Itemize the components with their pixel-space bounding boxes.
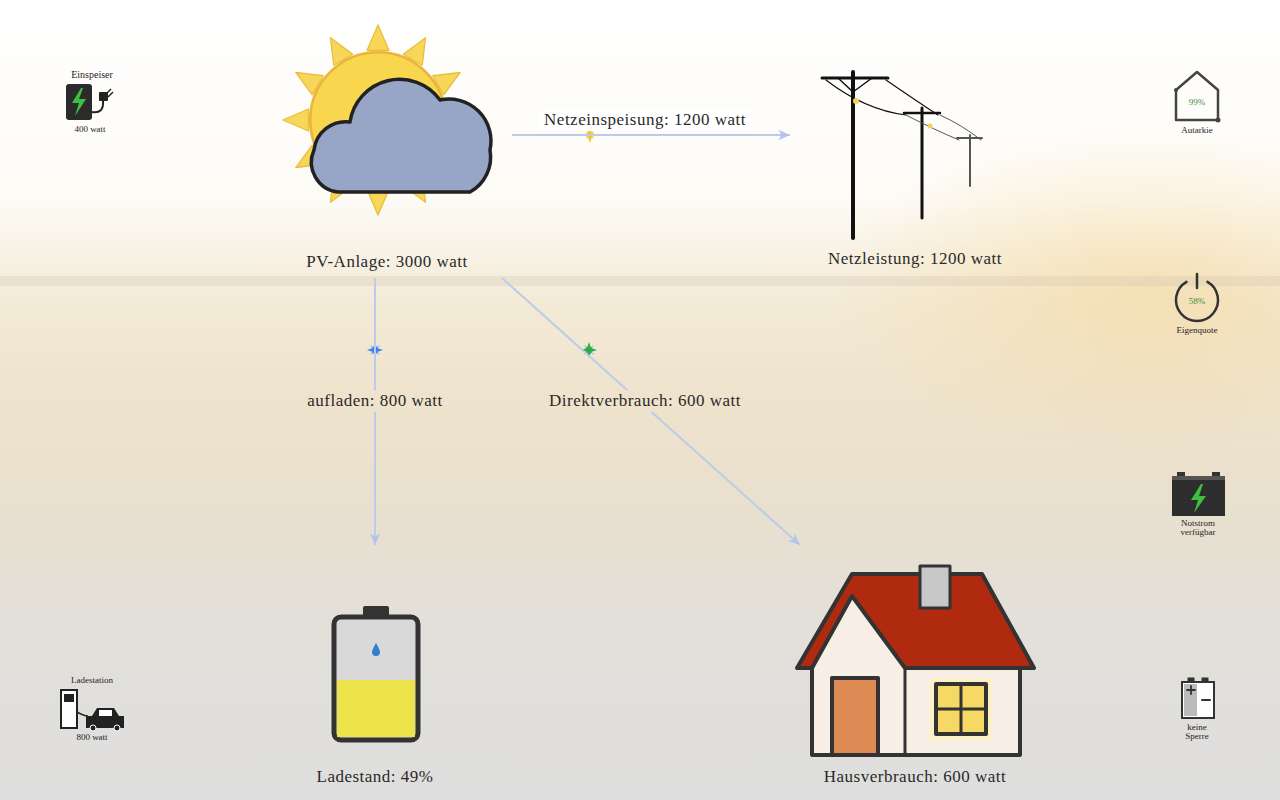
node-label: Ladestand: 49% (317, 767, 434, 787)
horizon-band (0, 276, 1280, 286)
power-pylons (906, 115, 959, 140)
charger-icon (61, 690, 77, 728)
flow-arrows (375, 135, 800, 545)
power-pylons (853, 78, 872, 92)
feeder-icon (106, 89, 111, 94)
backup-status: Notstrom verfügbar (1167, 519, 1229, 538)
house-illustration (930, 678, 992, 740)
power-pylons (853, 98, 859, 104)
house-node: Hausverbrauch: 600 watt (790, 545, 1040, 793)
node-label: Hausverbrauch: 600 watt (824, 767, 1006, 787)
lock-battery-icon (1202, 699, 1210, 701)
lock-battery-icon (1182, 682, 1214, 718)
charger-icon (114, 725, 120, 731)
battery-illustration (334, 606, 418, 740)
charge-label: aufladen: 800 watt (301, 390, 449, 412)
own-rate-icon (1196, 274, 1199, 288)
feeder-power: 400 watt (74, 125, 105, 134)
power-pylons (886, 80, 938, 115)
charger-icon (64, 694, 74, 702)
feed-in-label: Netzeinspeisung: 1200 watt (538, 109, 752, 131)
feeder-icon (92, 101, 103, 112)
autarky-icon (1174, 88, 1178, 92)
autarky-icon (1176, 72, 1218, 120)
own-rate-icon (1176, 274, 1218, 321)
own-rate-title: Eigenquote (1177, 326, 1218, 335)
battery-illustration (334, 617, 418, 740)
lock-battery-icon (1184, 684, 1197, 716)
backup-battery-icon (1191, 484, 1206, 513)
house-illustration (812, 596, 1020, 755)
power-pylons (822, 72, 982, 238)
battery-illustration (337, 680, 415, 737)
feeder-title: Einspeiser (71, 70, 113, 81)
feeder-icon (66, 84, 113, 120)
flow-arrow (502, 278, 800, 545)
lock-battery-icon (1182, 678, 1214, 718)
autarky-icon (1174, 72, 1221, 123)
own-rate-value: 58% (1189, 297, 1206, 306)
house-illustration (832, 678, 878, 755)
house-illustration (920, 566, 950, 608)
backup-battery-icon (1172, 480, 1225, 516)
power-pylons (928, 124, 933, 129)
feeder-icon (72, 88, 86, 116)
node-label: Netzleistung: 1200 watt (828, 249, 1002, 269)
house-illustration (936, 708, 986, 711)
node-label-group: Ladestand: 49% (255, 767, 495, 787)
power-pylons (822, 77, 888, 80)
flow-sparkles (367, 127, 598, 358)
node-label-group: Netzleistung: 1200 watt (790, 249, 1040, 269)
horizon-band (0, 276, 1280, 286)
flow-arrow (512, 134, 790, 136)
charger-icon (61, 690, 124, 731)
autarky-icon (1216, 118, 1221, 123)
power-pylons (940, 115, 981, 140)
charger-icon (77, 712, 88, 716)
pv-node: PV-Anlage: 3000 watt (262, 22, 512, 278)
direct-use-label: Direktverbrauch: 600 watt (543, 390, 747, 412)
grid-node: Netzleistung: 1200 watt (790, 65, 1040, 275)
battery-node: Ladestand: 49% (255, 545, 495, 793)
charger-power: 800 watt (76, 733, 107, 742)
sun-illustration (283, 109, 309, 131)
sun-illustration (367, 25, 389, 51)
charger-icon (90, 725, 96, 731)
lock-battery-icon (1190, 686, 1192, 694)
house-illustration (936, 684, 986, 734)
lock-status: keine Sperre (1177, 723, 1217, 742)
autarky-title: Autarkie (1181, 126, 1213, 135)
backup-battery-icon (1172, 472, 1225, 516)
charger-icon (99, 710, 112, 716)
cloud-illustration (311, 79, 491, 192)
power-pylons (969, 135, 971, 186)
charger-title: Ladestation (71, 676, 113, 685)
node-label: PV-Anlage: 3000 watt (306, 252, 467, 272)
house-illustration (797, 566, 1034, 755)
battery-illustration (372, 643, 380, 656)
autarky-value: 99% (1189, 98, 1206, 107)
node-label-group: PV-Anlage: 3000 watt (262, 252, 512, 272)
feeder-icon (108, 92, 113, 97)
feeder-icon (66, 84, 92, 120)
cloud-illustration (311, 79, 491, 192)
house-illustration (904, 668, 907, 755)
power-pylons (921, 108, 924, 218)
node-label-group: Hausverbrauch: 600 watt (790, 767, 1040, 787)
